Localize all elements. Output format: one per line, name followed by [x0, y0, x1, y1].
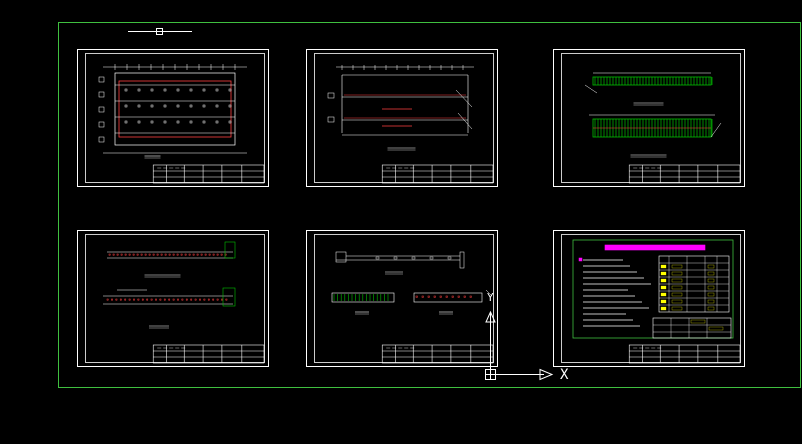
- ucs-y-label: Y: [487, 291, 494, 304]
- drawing-sheet-section-details-a[interactable]: [77, 230, 269, 367]
- drawing-sheet-section-long[interactable]: [306, 49, 498, 187]
- drawing-sheet-rebar-elevation[interactable]: [553, 49, 745, 187]
- ucs-axis-icon: Y X: [485, 291, 569, 383]
- drawing-sheets: [77, 49, 745, 367]
- crosshair-cursor-icon: [128, 28, 192, 35]
- drawing-sheet-plan[interactable]: [77, 49, 269, 187]
- model-boundary: [58, 22, 801, 388]
- drawing-sheet-notes-table[interactable]: [553, 230, 745, 367]
- ucs-x-label: X: [560, 367, 569, 383]
- drawing-sheet-section-details-b[interactable]: [306, 230, 498, 367]
